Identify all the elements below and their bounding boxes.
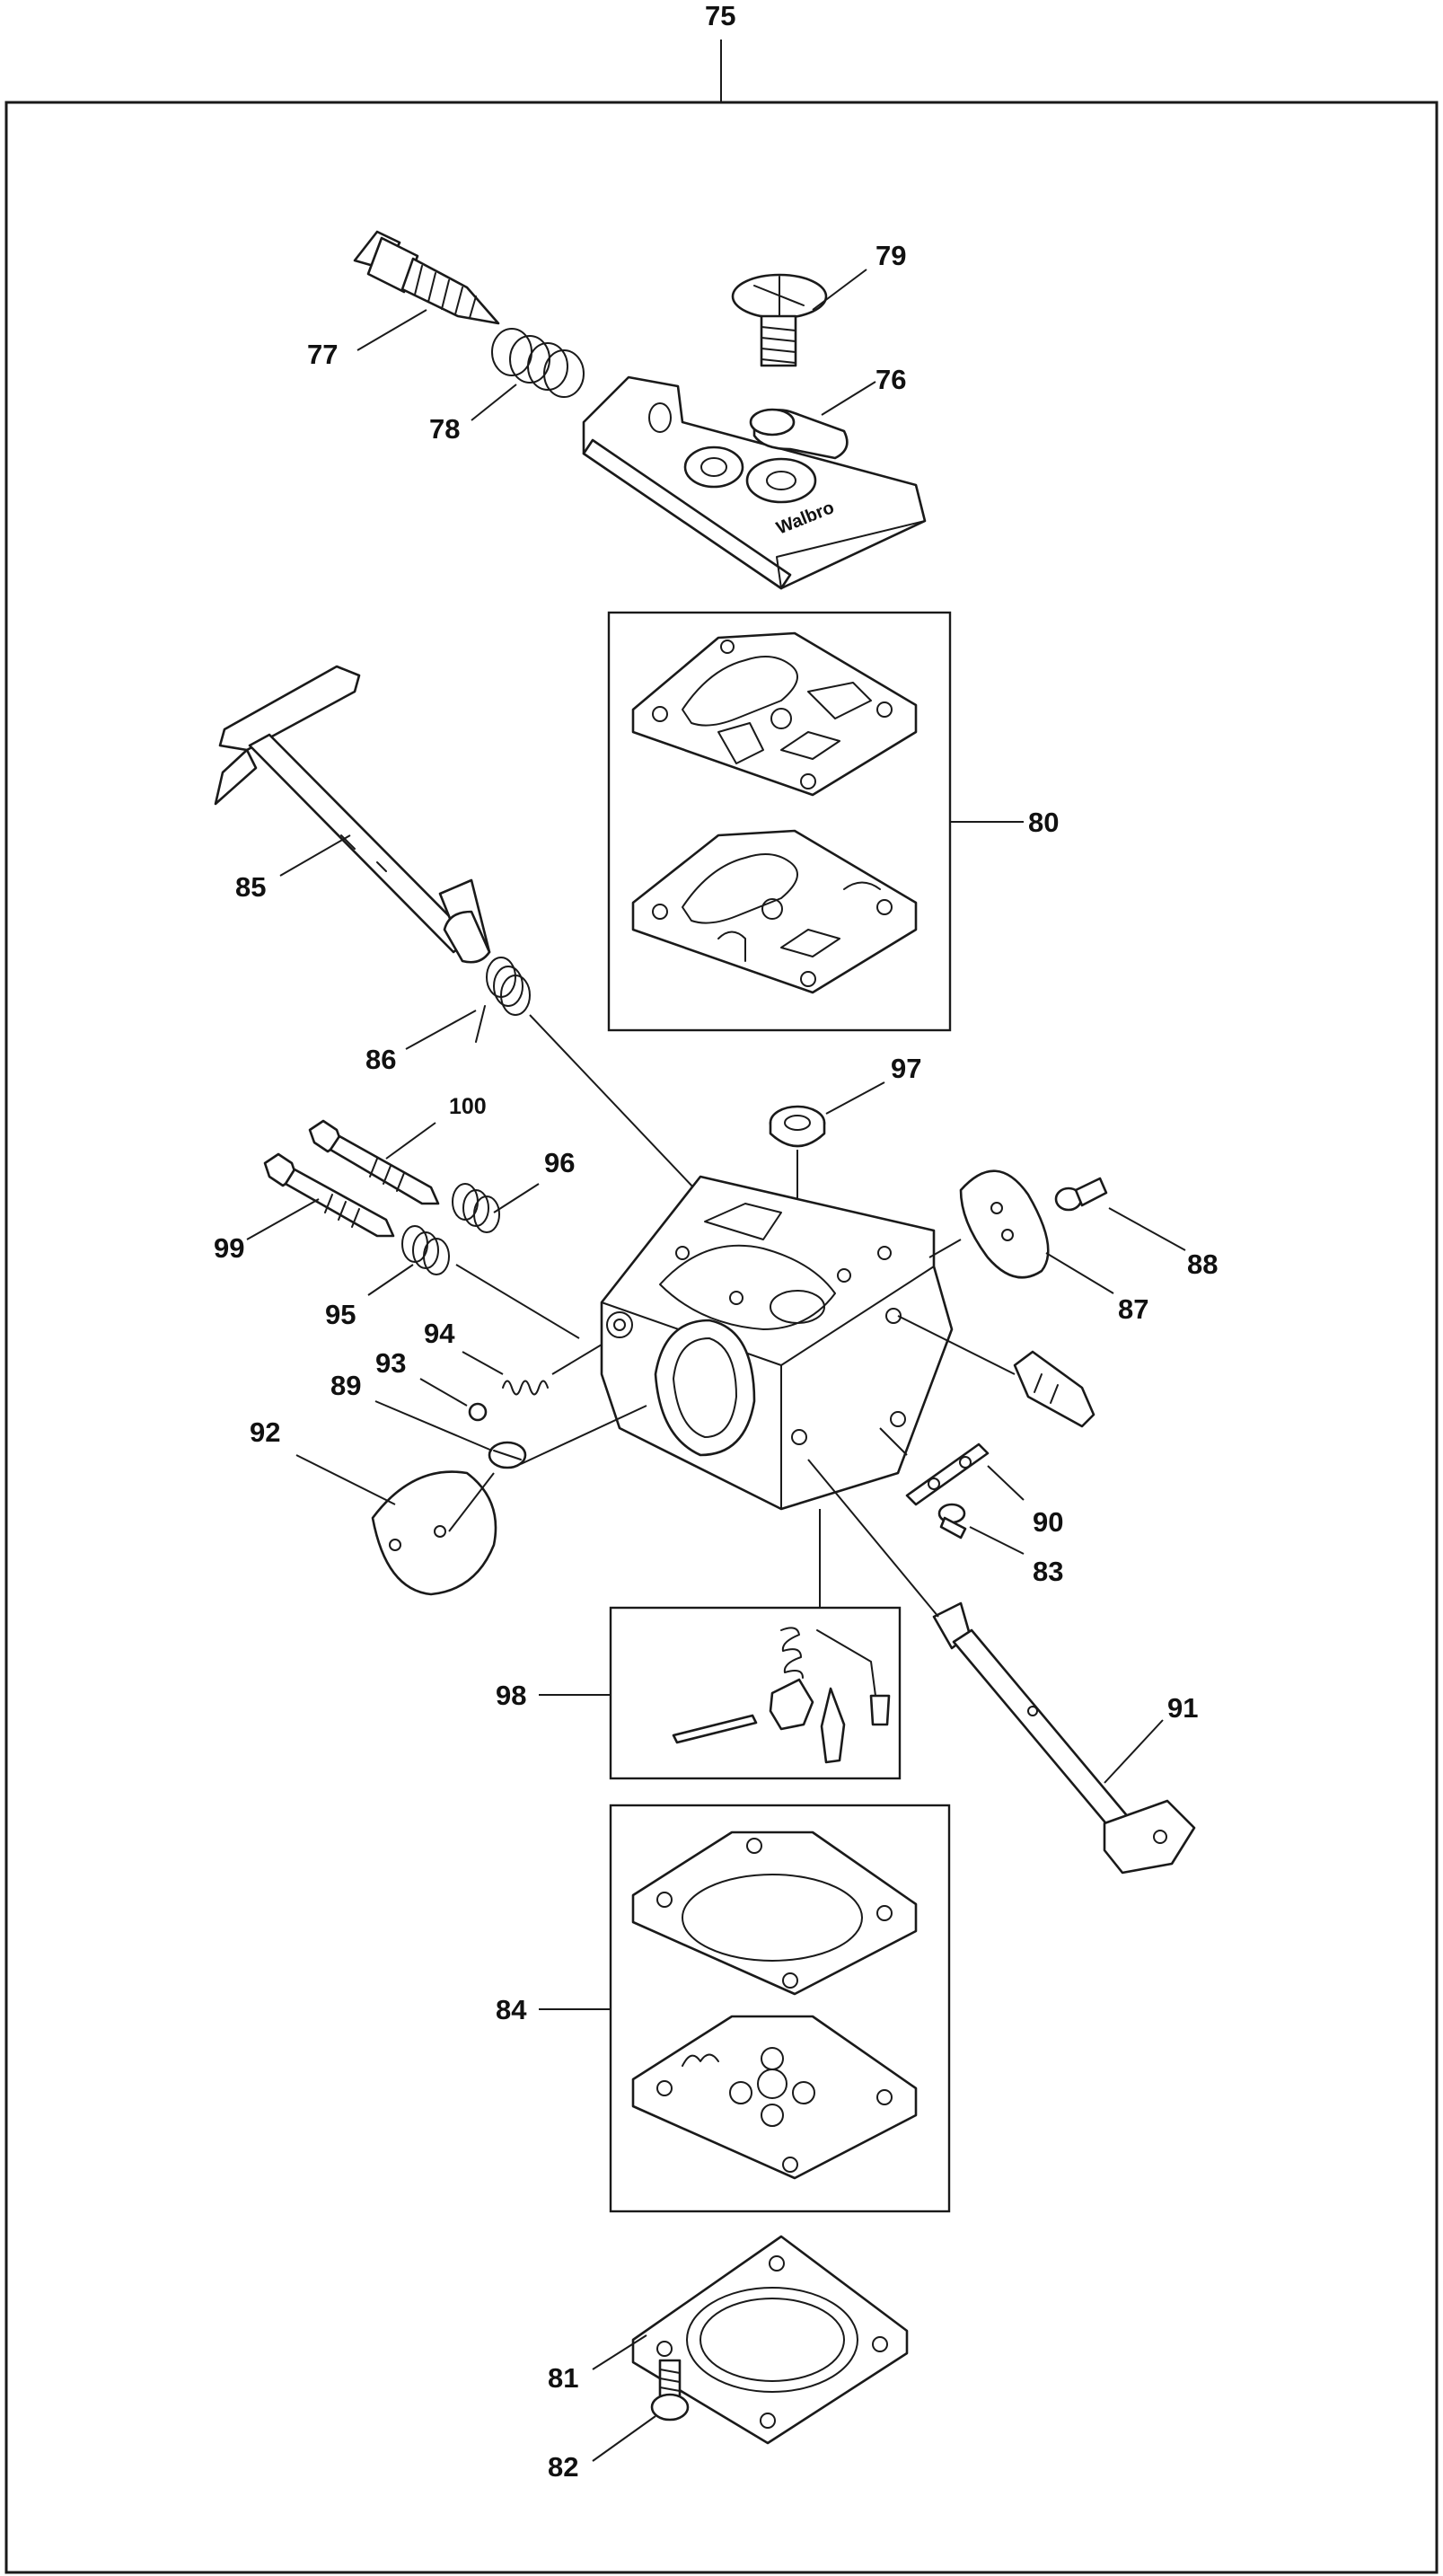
part-93-ball xyxy=(468,1402,488,1422)
leader-76 xyxy=(821,381,876,416)
part-99-needle xyxy=(263,1152,395,1238)
label-100: 100 xyxy=(449,1094,487,1119)
part-100-needle xyxy=(308,1119,440,1205)
part-85-throttle-shaft xyxy=(214,665,491,964)
leader-82 xyxy=(592,2415,656,2462)
part-77-idle-screw xyxy=(353,230,500,325)
part-81-cover xyxy=(631,2235,909,2445)
label-78: 78 xyxy=(429,413,460,445)
leader-94 xyxy=(462,1351,504,1375)
part-97-plug xyxy=(769,1105,826,1148)
leader-85 xyxy=(279,834,351,877)
label-98: 98 xyxy=(496,1680,526,1711)
label-90: 90 xyxy=(1033,1506,1063,1538)
leader-91-to-body xyxy=(807,1459,939,1618)
label-99: 99 xyxy=(214,1232,244,1264)
leader-86 xyxy=(405,1010,477,1050)
leader-87 xyxy=(1045,1252,1114,1294)
leader-88 xyxy=(1108,1207,1186,1251)
leader-95-to-body xyxy=(455,1264,580,1339)
part-80-gasket-upper xyxy=(631,631,918,797)
label-82: 82 xyxy=(548,2451,578,2483)
label-91: 91 xyxy=(1167,1692,1198,1724)
leader-89-to-body xyxy=(520,1405,647,1465)
part-79-screw xyxy=(731,273,828,367)
part-94-spring xyxy=(502,1380,549,1396)
leader-79 xyxy=(812,269,867,311)
part-86-spring xyxy=(475,957,531,1043)
box-98-needle-kit xyxy=(609,1606,902,1780)
label-93: 93 xyxy=(375,1347,406,1379)
part-98-kit xyxy=(672,1627,891,1764)
leader-91 xyxy=(1104,1719,1164,1784)
leader-86-to-body xyxy=(529,1014,697,1191)
label-89: 89 xyxy=(330,1370,361,1401)
part-96-spring xyxy=(452,1183,500,1233)
leader-90 xyxy=(987,1465,1025,1501)
label-76: 76 xyxy=(875,364,906,395)
leader-81 xyxy=(592,2334,647,2370)
fuel-fitting xyxy=(1013,1350,1095,1428)
part-82-screw xyxy=(650,2359,690,2422)
part-84-gasket-upper xyxy=(631,1831,918,1996)
part-76-cover: Walbro xyxy=(582,375,927,590)
part-91-choke-shaft xyxy=(932,1601,1196,1875)
part-83-screw xyxy=(937,1503,967,1539)
leader-95 xyxy=(367,1264,414,1296)
part-88-screw xyxy=(1054,1177,1108,1212)
assembly-label: 75 xyxy=(705,0,735,31)
leader-90-to-body xyxy=(879,1427,908,1456)
part-87-plate xyxy=(959,1169,1050,1279)
fitting-leader xyxy=(897,1315,1016,1375)
part-89-screw xyxy=(488,1441,527,1469)
carburetor-body xyxy=(600,1175,954,1511)
label-96: 96 xyxy=(544,1147,575,1178)
label-83: 83 xyxy=(1033,1556,1063,1587)
label-80: 80 xyxy=(1028,807,1059,838)
leader-92 xyxy=(295,1454,396,1505)
leader-97 xyxy=(825,1081,885,1115)
part-90-gasket xyxy=(905,1442,990,1506)
label-92: 92 xyxy=(250,1416,280,1448)
label-86: 86 xyxy=(365,1044,396,1075)
label-97: 97 xyxy=(891,1053,921,1084)
label-94: 94 xyxy=(424,1318,455,1349)
leader-89 xyxy=(374,1400,493,1451)
label-85: 85 xyxy=(235,871,266,903)
leader-92-to-screw xyxy=(448,1472,495,1532)
leader-87-to-body xyxy=(928,1239,962,1258)
part-78-spring xyxy=(491,328,585,398)
part-95-spring xyxy=(401,1225,450,1275)
leader-100 xyxy=(385,1122,436,1160)
leader-93 xyxy=(419,1378,468,1407)
part-80-gasket-lower xyxy=(631,829,918,994)
label-77: 77 xyxy=(307,339,338,370)
part-84-gasket-lower xyxy=(631,2015,918,2180)
leader-83 xyxy=(969,1526,1025,1555)
leader-99 xyxy=(246,1198,320,1240)
part-92-plate xyxy=(371,1470,497,1596)
label-79: 79 xyxy=(875,240,906,271)
label-81: 81 xyxy=(548,2362,578,2394)
label-87: 87 xyxy=(1118,1293,1148,1325)
label-88: 88 xyxy=(1187,1248,1218,1280)
label-84: 84 xyxy=(496,1994,527,2025)
leader-96 xyxy=(493,1183,540,1213)
leader-78 xyxy=(471,384,517,421)
label-95: 95 xyxy=(325,1299,356,1330)
leader-77 xyxy=(356,309,427,351)
